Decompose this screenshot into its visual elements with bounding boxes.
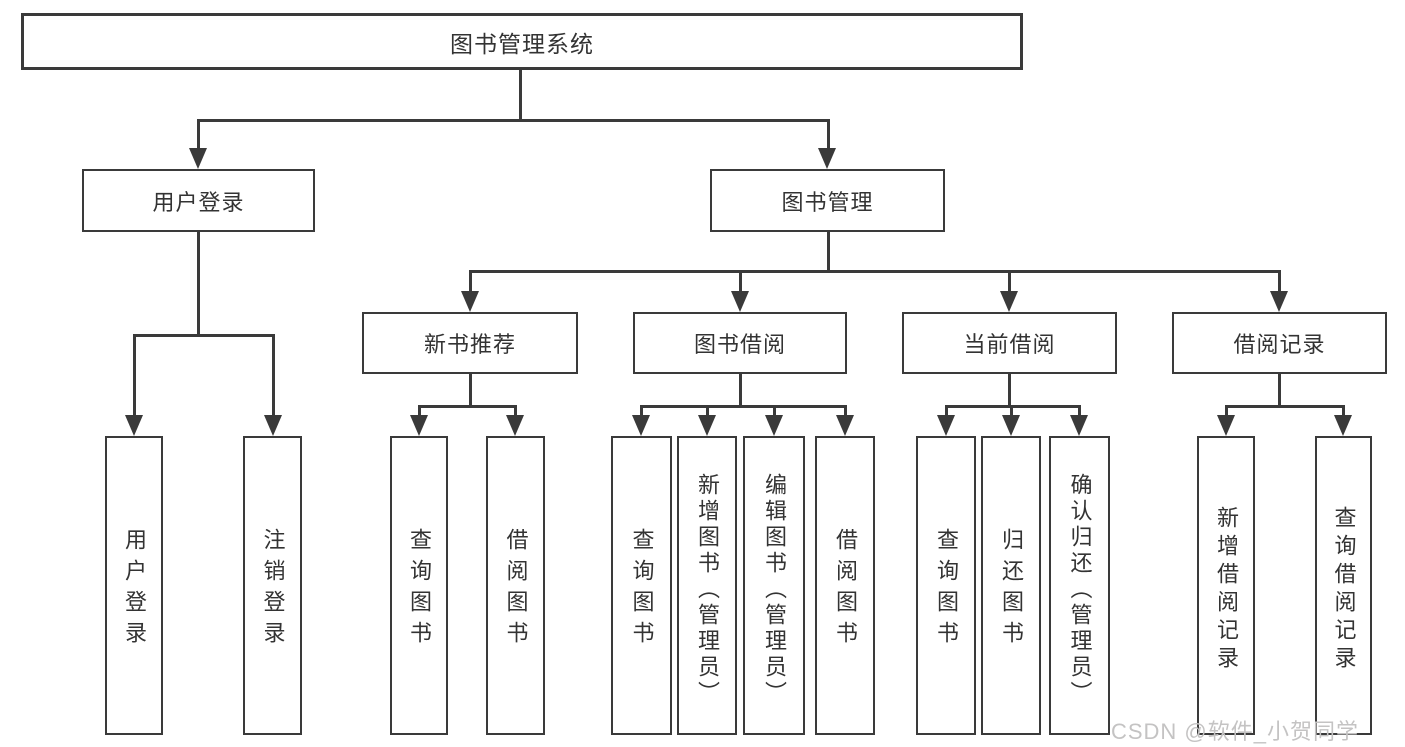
node-new-book-recommend: 新书推荐 [362, 312, 578, 374]
arrow-down-icon [461, 291, 479, 312]
connector-current-rail [945, 405, 1080, 408]
connector-root-stem [519, 68, 522, 121]
leaf-label: 确认归还（管理员） [1067, 473, 1093, 707]
leaf-current-query: 查询图书 [916, 436, 976, 735]
leaf-label: 注销登录 [260, 528, 286, 652]
connector-drop [418, 405, 421, 416]
connector-drop [514, 405, 517, 416]
connector-newbook-rail [418, 405, 517, 408]
connector-drop [197, 119, 200, 150]
connector-drop [1008, 270, 1011, 292]
node-label: 图书管理 [781, 189, 874, 215]
connector-drop [133, 334, 136, 416]
csdn-watermark: CSDN @软件_小贺同学 [1110, 719, 1359, 744]
connector-drop [773, 405, 776, 416]
leaf-records-add: 新增借阅记录 [1197, 436, 1255, 735]
node-borrow-records: 借阅记录 [1172, 312, 1387, 374]
connector-borrowing-stem [739, 374, 742, 407]
leaf-newbook-borrow: 借阅图书 [486, 436, 545, 735]
leaf-newbook-query: 查询图书 [390, 436, 448, 735]
node-book-borrowing: 图书借阅 [633, 312, 847, 374]
arrow-down-icon [410, 415, 428, 436]
leaf-borrowing-query: 查询图书 [611, 436, 672, 735]
leaf-logout: 注销登录 [243, 436, 302, 735]
leaf-label: 查询借阅记录 [1331, 506, 1357, 674]
connector-drop [1225, 405, 1228, 416]
arrow-down-icon [264, 415, 282, 436]
connector-drop [469, 270, 472, 292]
leaf-records-query: 查询借阅记录 [1315, 436, 1372, 735]
arrow-down-icon [125, 415, 143, 436]
connector-newbook-stem [469, 374, 472, 407]
connector-drop [640, 405, 643, 416]
arrow-down-icon [937, 415, 955, 436]
connector-drop [1078, 405, 1081, 416]
connector-borrowing-rail [640, 405, 846, 408]
leaf-user-login: 用户登录 [105, 436, 163, 735]
connector-drop [945, 405, 948, 416]
arrow-down-icon [765, 415, 783, 436]
node-label: 借阅记录 [1233, 332, 1326, 357]
leaf-borrowing-borrow: 借阅图书 [815, 436, 875, 735]
connector-userlogin-stem [197, 232, 200, 336]
leaf-current-return: 归还图书 [981, 436, 1041, 735]
connector-root-rail [197, 119, 830, 122]
connector-drop [827, 119, 830, 150]
connector-drop [1278, 270, 1281, 292]
connector-drop [1342, 405, 1345, 416]
connector-drop [739, 270, 742, 292]
arrow-down-icon [1270, 291, 1288, 312]
arrow-down-icon [731, 291, 749, 312]
arrow-down-icon [189, 148, 207, 169]
node-label: 图书管理系统 [450, 30, 594, 57]
leaf-label: 查询图书 [407, 528, 432, 652]
node-book-management: 图书管理 [710, 169, 945, 232]
node-label: 图书借阅 [693, 332, 786, 357]
arrow-down-icon [698, 415, 716, 436]
node-user-login: 用户登录 [82, 169, 315, 232]
leaf-label: 新增图书（管理员） [695, 473, 720, 707]
arrow-down-icon [1334, 415, 1352, 436]
arrow-down-icon [836, 415, 854, 436]
arrow-down-icon [632, 415, 650, 436]
connector-records-rail [1225, 405, 1344, 408]
arrow-down-icon [1070, 415, 1088, 436]
node-library-system: 图书管理系统 [21, 13, 1023, 70]
leaf-borrowing-add-admin: 新增图书（管理员） [677, 436, 737, 735]
node-label: 新书推荐 [423, 332, 516, 357]
node-label: 当前借阅 [963, 332, 1056, 357]
leaf-label: 借阅图书 [503, 528, 529, 652]
connector-records-stem [1278, 374, 1281, 407]
node-current-borrowing: 当前借阅 [902, 312, 1117, 374]
leaf-label: 查询图书 [934, 528, 959, 652]
connector-userlogin-rail [133, 334, 274, 337]
connector-drop [272, 334, 275, 416]
connector-bookmgmt-stem [827, 232, 830, 272]
connector-drop [1010, 405, 1013, 416]
leaf-label: 编辑图书（管理员） [762, 473, 787, 707]
arrow-down-icon [1000, 291, 1018, 312]
arrow-down-icon [506, 415, 524, 436]
arrow-down-icon [1002, 415, 1020, 436]
arrow-down-icon [818, 148, 836, 169]
arrow-down-icon [1217, 415, 1235, 436]
connector-bookmgmt-rail [469, 270, 1281, 273]
node-label: 用户登录 [152, 189, 245, 215]
connector-drop [706, 405, 709, 416]
leaf-current-confirm-admin: 确认归还（管理员） [1049, 436, 1110, 735]
leaf-label: 用户登录 [122, 528, 147, 652]
leaf-label: 借阅图书 [833, 528, 858, 652]
leaf-label: 查询图书 [629, 528, 655, 652]
leaf-borrowing-edit-admin: 编辑图书（管理员） [743, 436, 805, 735]
connector-current-stem [1008, 374, 1011, 407]
connector-drop [844, 405, 847, 416]
leaf-label: 归还图书 [999, 528, 1024, 652]
leaf-label: 新增借阅记录 [1214, 506, 1239, 674]
